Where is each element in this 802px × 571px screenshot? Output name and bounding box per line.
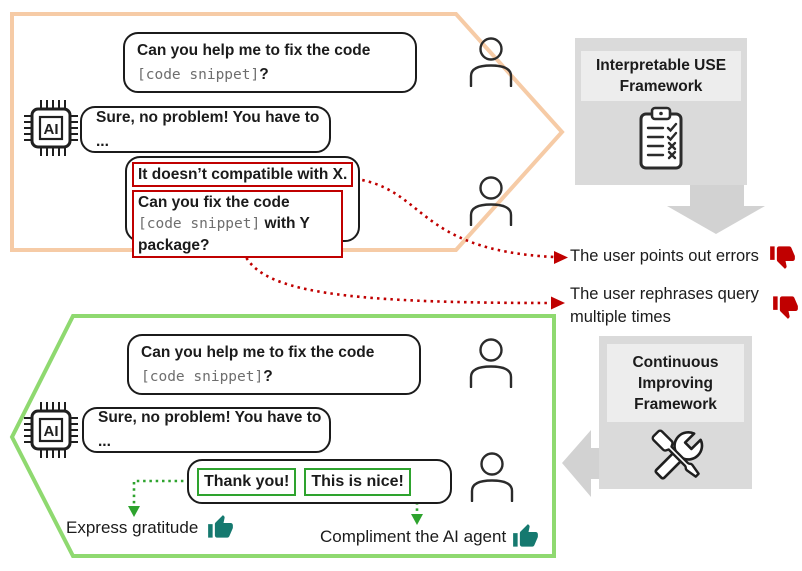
- user-message-suffix: ?: [263, 368, 273, 385]
- framework-title-line: Framework: [619, 78, 703, 95]
- framework-title-line: Framework: [634, 395, 717, 413]
- interpretable-use-framework-title: Interpretable USE Framework: [581, 51, 741, 101]
- label-compliment-agent: Compliment the AI agent: [320, 523, 539, 550]
- user-praise-bubble: Thank you! This is nice!: [187, 459, 452, 504]
- framework-title-line: Improving: [638, 374, 713, 392]
- down-arrow-icon: [667, 184, 765, 234]
- ai-chip-icon: AI: [24, 100, 78, 156]
- user-icon: [470, 452, 514, 502]
- framework-title-line: Continuous: [632, 353, 719, 371]
- ai-message-text: Sure, no problem! You have to ...: [98, 409, 322, 450]
- user-message-bubble-before: Can you help me to fix the code [code sn…: [123, 32, 417, 93]
- thumbs-up-icon: [513, 524, 539, 547]
- user-icon: [469, 176, 513, 226]
- praise-highlight-box-1: Thank you!: [197, 467, 297, 496]
- framework-title-line: Interpretable USE: [595, 57, 727, 74]
- thumbs-down-icon: [770, 246, 795, 269]
- error-highlight-box-2: Can you fix the code [code snippet] with…: [132, 190, 343, 258]
- thumbs-down-icon: [773, 295, 798, 319]
- user-feedback-bubble-before: It doesn’t compatible with X. Can you fi…: [125, 156, 360, 258]
- interpretable-use-framework-panel: Interpretable USE Framework: [575, 38, 747, 185]
- ai-chip-label: AI: [44, 423, 59, 440]
- user-message-suffix: ?: [259, 66, 269, 83]
- before-flow-container-outline: [10, 12, 565, 252]
- annotation-points-out-errors: The user points out errors: [570, 243, 796, 270]
- code-snippet-placeholder: [code snippet]: [138, 216, 261, 232]
- ai-message-bubble-before: Sure, no problem! You have to ...: [80, 106, 331, 153]
- code-snippet-placeholder: [code snippet]: [141, 369, 264, 385]
- connector-errors-dotted: [348, 176, 555, 259]
- code-snippet-placeholder: [code snippet]: [137, 67, 260, 83]
- praise-highlight-box-2: This is nice!: [304, 467, 411, 496]
- ai-chip-icon: AI: [24, 402, 78, 458]
- after-flow-container-outline: [9, 314, 556, 558]
- user-icon: [469, 37, 513, 87]
- label-text: Express gratitude: [66, 517, 199, 537]
- user-message-bubble-after: Can you help me to fix the code [code sn…: [127, 334, 421, 395]
- label-express-gratitude: Express gratitude: [66, 514, 234, 541]
- user-icon: [469, 338, 513, 388]
- praise-text-1: Thank you!: [204, 472, 290, 490]
- praise-text-2: This is nice!: [311, 472, 404, 490]
- tools-icon: [651, 429, 703, 480]
- connector-rephrase-arrowhead-icon: [551, 296, 565, 310]
- ai-message-text: Sure, no problem! You have to ...: [96, 108, 320, 150]
- annotation-text: The user rephrases query multiple times: [570, 285, 759, 326]
- connector-gratitude-dotted: [132, 479, 196, 506]
- continuous-improving-framework-panel: Continuous Improving Framework: [599, 336, 752, 489]
- error-highlight-suffix-2: with Y package?: [138, 215, 310, 254]
- error-highlight-text-1: It doesn’t compatible with X.: [138, 166, 348, 183]
- ai-message-bubble-after: Sure, no problem! You have to ...: [82, 407, 331, 453]
- checklist-clipboard-icon: [639, 106, 683, 170]
- annotation-rephrases-query: The user rephrases query multiple times: [570, 283, 799, 329]
- error-highlight-box-1: It doesn’t compatible with X.: [132, 162, 354, 187]
- connector-compliment-arrowhead-icon: [411, 514, 423, 525]
- continuous-improving-framework-title: Continuous Improving Framework: [607, 344, 744, 422]
- connector-gratitude-arrowhead-icon: [128, 506, 140, 517]
- error-highlight-text-2: Can you fix the code: [138, 194, 290, 211]
- ai-chip-label: AI: [44, 121, 59, 138]
- user-message-text: Can you help me to fix the code: [137, 42, 371, 59]
- label-text: Compliment the AI agent: [320, 526, 507, 546]
- connector-rephrase-dotted: [238, 238, 552, 305]
- thumbs-up-icon: [208, 515, 234, 538]
- connector-errors-arrowhead-icon: [554, 251, 568, 264]
- annotation-text: The user points out errors: [570, 247, 759, 265]
- user-message-text: Can you help me to fix the code: [141, 344, 375, 361]
